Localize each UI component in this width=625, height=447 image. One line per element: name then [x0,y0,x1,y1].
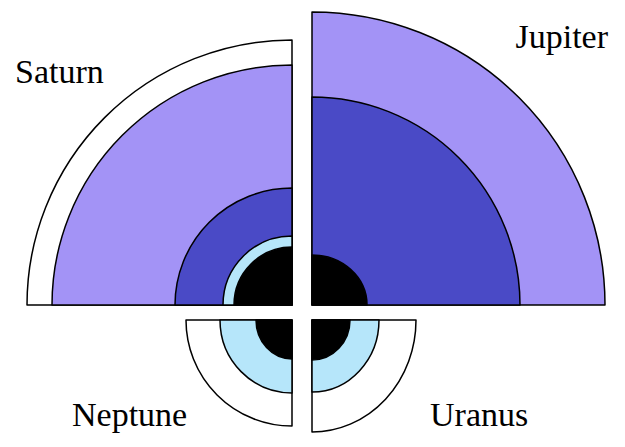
planet-label: Uranus [430,398,528,432]
saturn-metallic-layer [175,188,292,305]
planet-label: Jupiter [515,20,608,54]
neptune-outer-layer [186,320,292,426]
jupiter-molecular-layer [312,12,605,305]
uranus-core [312,320,350,360]
planet-label: Neptune [72,398,187,432]
neptune-core [256,320,292,359]
planet-label: Saturn [15,55,104,89]
uranus-outer-layer [312,320,416,432]
saturn-core [234,247,292,305]
uranus-ice-layer [312,320,379,392]
neptune-ice-layer [220,320,292,393]
saturn-ice-layer [223,236,292,305]
jupiter-core [312,255,367,305]
saturn-molecular-layer [52,65,292,305]
jupiter-metallic-layer [312,97,520,305]
